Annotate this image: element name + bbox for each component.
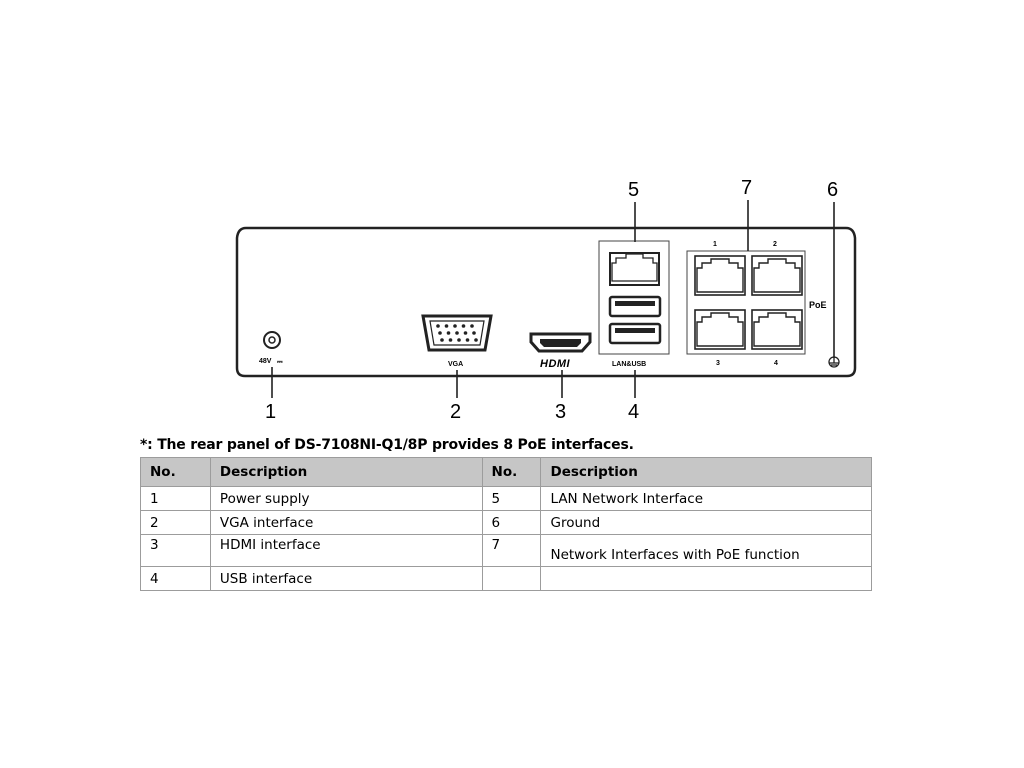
callout-5: 5	[628, 179, 639, 201]
vga-port	[421, 314, 493, 352]
callout-4: 4	[628, 401, 639, 423]
poe-port-number-1: 1	[713, 241, 717, 248]
table-cell: USB interface	[209, 566, 483, 591]
lan-usb-group	[598, 240, 670, 355]
panel-note: *: The rear panel of DS-7108NI-Q1/8P pro…	[140, 437, 634, 453]
usb-port-1	[608, 295, 662, 318]
table-cell: LAN Network Interface	[540, 486, 872, 511]
poe-port-4	[751, 309, 803, 350]
hdmi-logo: HDMI	[540, 358, 571, 370]
table-cell: VGA interface	[209, 510, 483, 535]
poe-port-number-4: 4	[774, 360, 778, 367]
callout-1: 1	[265, 401, 276, 423]
callout-2: 2	[450, 401, 461, 423]
callout-7: 7	[741, 177, 752, 199]
table-row: 4 USB interface	[140, 566, 872, 591]
table-header-row: No. Description No. Description	[140, 457, 872, 487]
power-jack	[263, 331, 281, 349]
table-cell: Ground	[540, 510, 872, 535]
poe-port-2	[751, 255, 803, 296]
table-cell	[540, 566, 872, 591]
poe-label: PoE	[809, 300, 827, 310]
header-no-2: No.	[481, 457, 542, 487]
callout-3: 3	[555, 401, 566, 423]
table-cell: 4	[140, 566, 211, 591]
poe-port-group	[686, 250, 806, 355]
callout-lines	[271, 200, 835, 398]
table-cell: 1	[140, 486, 211, 511]
rear-panel-diagram: 48V ⎓ VGA HDMI LAN&USB 1 2 3 4 PoE	[235, 177, 857, 423]
dc-symbol: ⎓	[277, 359, 283, 366]
table-cell	[481, 566, 542, 591]
vga-label: VGA	[448, 361, 463, 368]
header-no: No.	[140, 457, 211, 487]
table-cell: 6	[481, 510, 542, 535]
callout-6: 6	[827, 179, 838, 201]
poe-port-1	[694, 255, 746, 296]
table-cell: 7	[481, 534, 542, 567]
poe-port-number-3: 3	[716, 360, 720, 367]
poe-port-number-2: 2	[773, 241, 777, 248]
interface-legend-table: No. Description No. Description 1 Power …	[140, 457, 872, 591]
table-row: 1 Power supply 5 LAN Network Interface	[140, 486, 872, 511]
lan-usb-label: LAN&USB	[612, 361, 646, 368]
lan-port	[609, 252, 660, 286]
hdmi-port	[529, 332, 592, 353]
table-cell: Network Interfaces with PoE function	[540, 534, 872, 567]
table-cell: HDMI interface	[209, 534, 483, 567]
table-cell: 5	[481, 486, 542, 511]
power-label: 48V	[259, 358, 272, 365]
poe-port-3	[694, 309, 746, 350]
table-row: 2 VGA interface 6 Ground	[140, 510, 872, 535]
table-cell: 3	[140, 534, 211, 567]
table-cell: Power supply	[209, 486, 483, 511]
table-row: 3 HDMI interface 7 Network Interfaces wi…	[140, 534, 872, 567]
table-cell: 2	[140, 510, 211, 535]
usb-port-2	[608, 322, 662, 345]
header-description-2: Description	[540, 457, 872, 487]
header-description: Description	[209, 457, 483, 487]
